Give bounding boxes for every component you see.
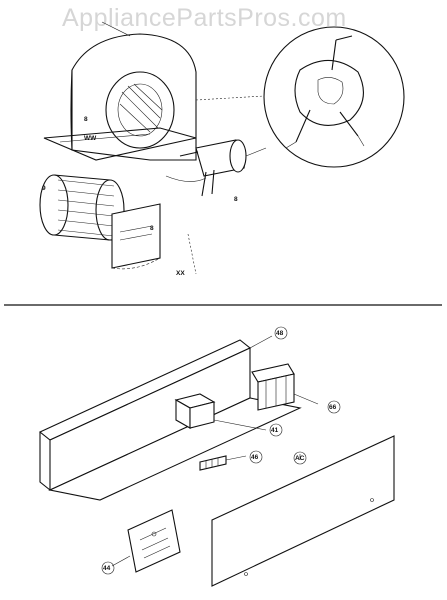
leader-lines-top: [101, 21, 267, 275]
motor-mount-detail: [263, 26, 405, 168]
control-board: [127, 509, 181, 573]
transformer-label: 41: [271, 427, 279, 434]
control-box: [38, 339, 302, 501]
callout-control-board: 44: [101, 561, 115, 575]
xx-label: XX: [176, 270, 185, 277]
relay-label: 66: [329, 404, 337, 411]
callout-box-top: 48: [274, 326, 288, 340]
wheel-letters-label: WW: [84, 135, 97, 142]
blower-motor: [165, 139, 247, 197]
blower-housing: [43, 33, 197, 161]
callout-relay: 66: [327, 400, 341, 414]
relay: [251, 363, 295, 411]
terminal-label: 46: [251, 454, 259, 461]
scroll-panel: [111, 203, 161, 270]
callout-cover: AC: [293, 451, 307, 465]
scroll-tag-label: 8: [150, 225, 154, 232]
motor-label: 8: [234, 196, 238, 203]
leader-lines-bottom: [111, 335, 319, 567]
callout-terminal: 46: [249, 450, 263, 464]
blower-wheel-label: 9: [42, 185, 46, 192]
box-top-label: 48: [276, 330, 284, 337]
blower-housing-label: 8: [84, 116, 88, 123]
cover-label: AC: [295, 455, 305, 462]
terminal-strip: [199, 455, 227, 471]
access-cover: [211, 435, 395, 587]
control-board-label: 44: [103, 565, 111, 572]
watermark-text: AppliancePartsPros.com: [62, 4, 347, 32]
blower-wheel: [39, 174, 125, 241]
callout-transformer: 41: [269, 423, 283, 437]
transformer: [174, 393, 216, 429]
